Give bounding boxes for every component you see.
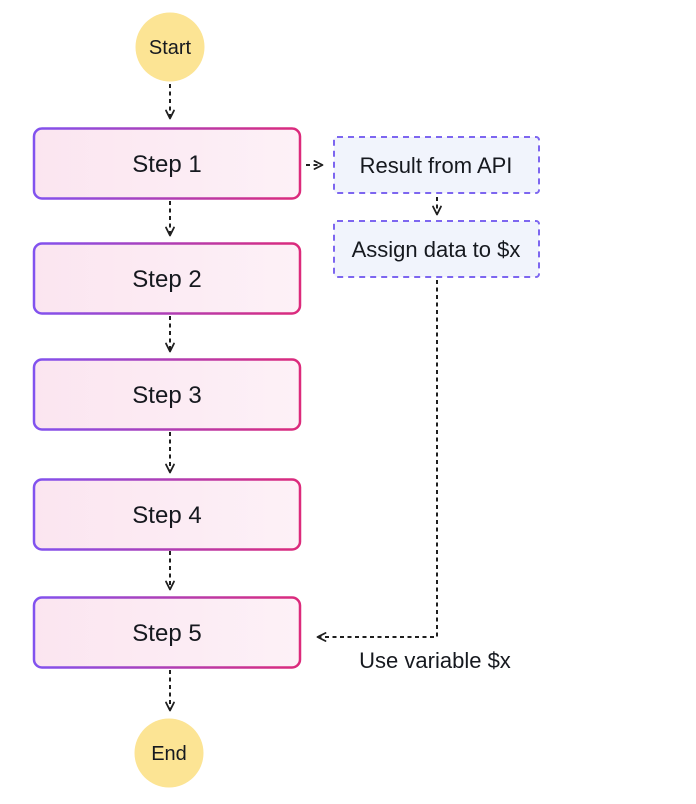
step-node-3-label: Step 3 [132, 382, 201, 409]
end-node [134, 718, 204, 788]
step-node-1 [32, 127, 302, 200]
step-node-4 [32, 478, 302, 551]
start-node-label: Start [149, 37, 192, 59]
annotation-node-result [333, 136, 540, 194]
step-node-3 [32, 358, 302, 431]
step-node-2-label: Step 2 [132, 266, 201, 293]
start-node [135, 12, 205, 82]
arrow-assign-to-step5 [316, 280, 438, 642]
use-variable-label: Use variable $x [359, 648, 511, 673]
step-node-4-label: Step 4 [132, 502, 201, 529]
end-node-label: End [151, 743, 187, 765]
step-node-2 [32, 242, 302, 315]
annotation-node-assign-label: Assign data to $x [352, 237, 521, 262]
step-node-1-label: Step 1 [132, 151, 201, 178]
step-node-5 [32, 596, 302, 669]
annotation-node-result-label: Result from API [360, 153, 513, 178]
step-node-5-label: Step 5 [132, 620, 201, 647]
annotation-node-assign [333, 220, 540, 278]
